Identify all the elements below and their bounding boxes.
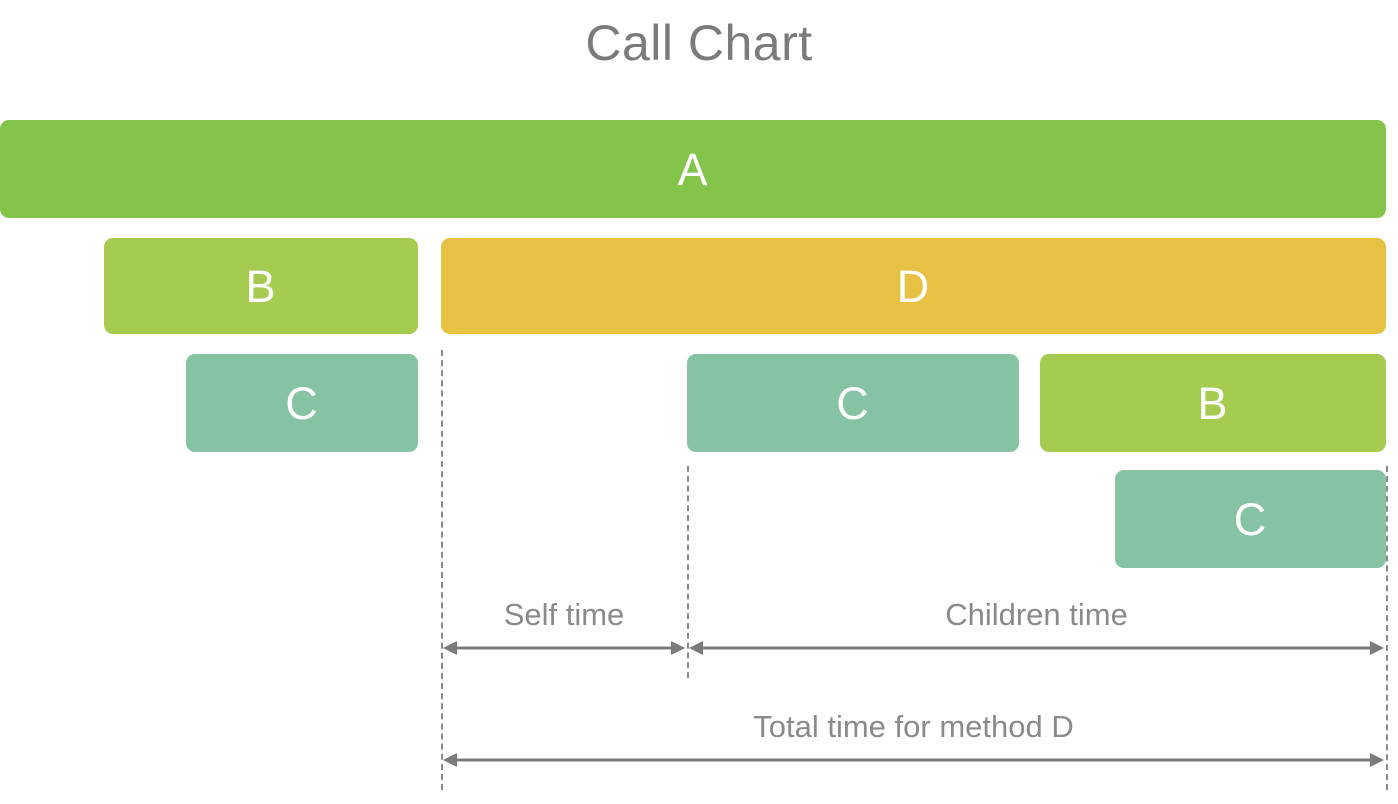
guide-line-d-start [441,350,443,790]
guide-line-self-children-split [687,466,689,678]
flame-bar-label: B [245,260,277,312]
measure-label-children-time: Children time [945,597,1128,632]
flame-bar-label: A [677,143,709,195]
flame-bar-label: B [1197,377,1229,429]
flame-bar-c[interactable]: C [1115,470,1386,568]
measure-label-total-time: Total time for method D [753,709,1074,744]
measure-arrow-total-time [441,749,1386,771]
flame-bar-label: D [896,260,931,312]
flame-bar-a[interactable]: A [0,120,1386,218]
flame-bar-d[interactable]: D [441,238,1386,334]
flame-bar-c[interactable]: C [687,354,1019,452]
flame-bar-label: C [836,377,870,429]
flame-bar-c[interactable]: C [186,354,418,452]
measure-arrow-self-time [441,637,687,659]
flame-bar-b[interactable]: B [1040,354,1386,452]
measure-arrow-children-time [687,637,1386,659]
guide-line-d-end [1386,466,1388,790]
measure-label-self-time: Self time [503,597,625,632]
flame-bar-label: C [1233,493,1268,545]
flame-bar-b[interactable]: B [104,238,418,334]
flame-bar-label: C [285,377,319,429]
page-title: Call Chart [585,15,813,71]
